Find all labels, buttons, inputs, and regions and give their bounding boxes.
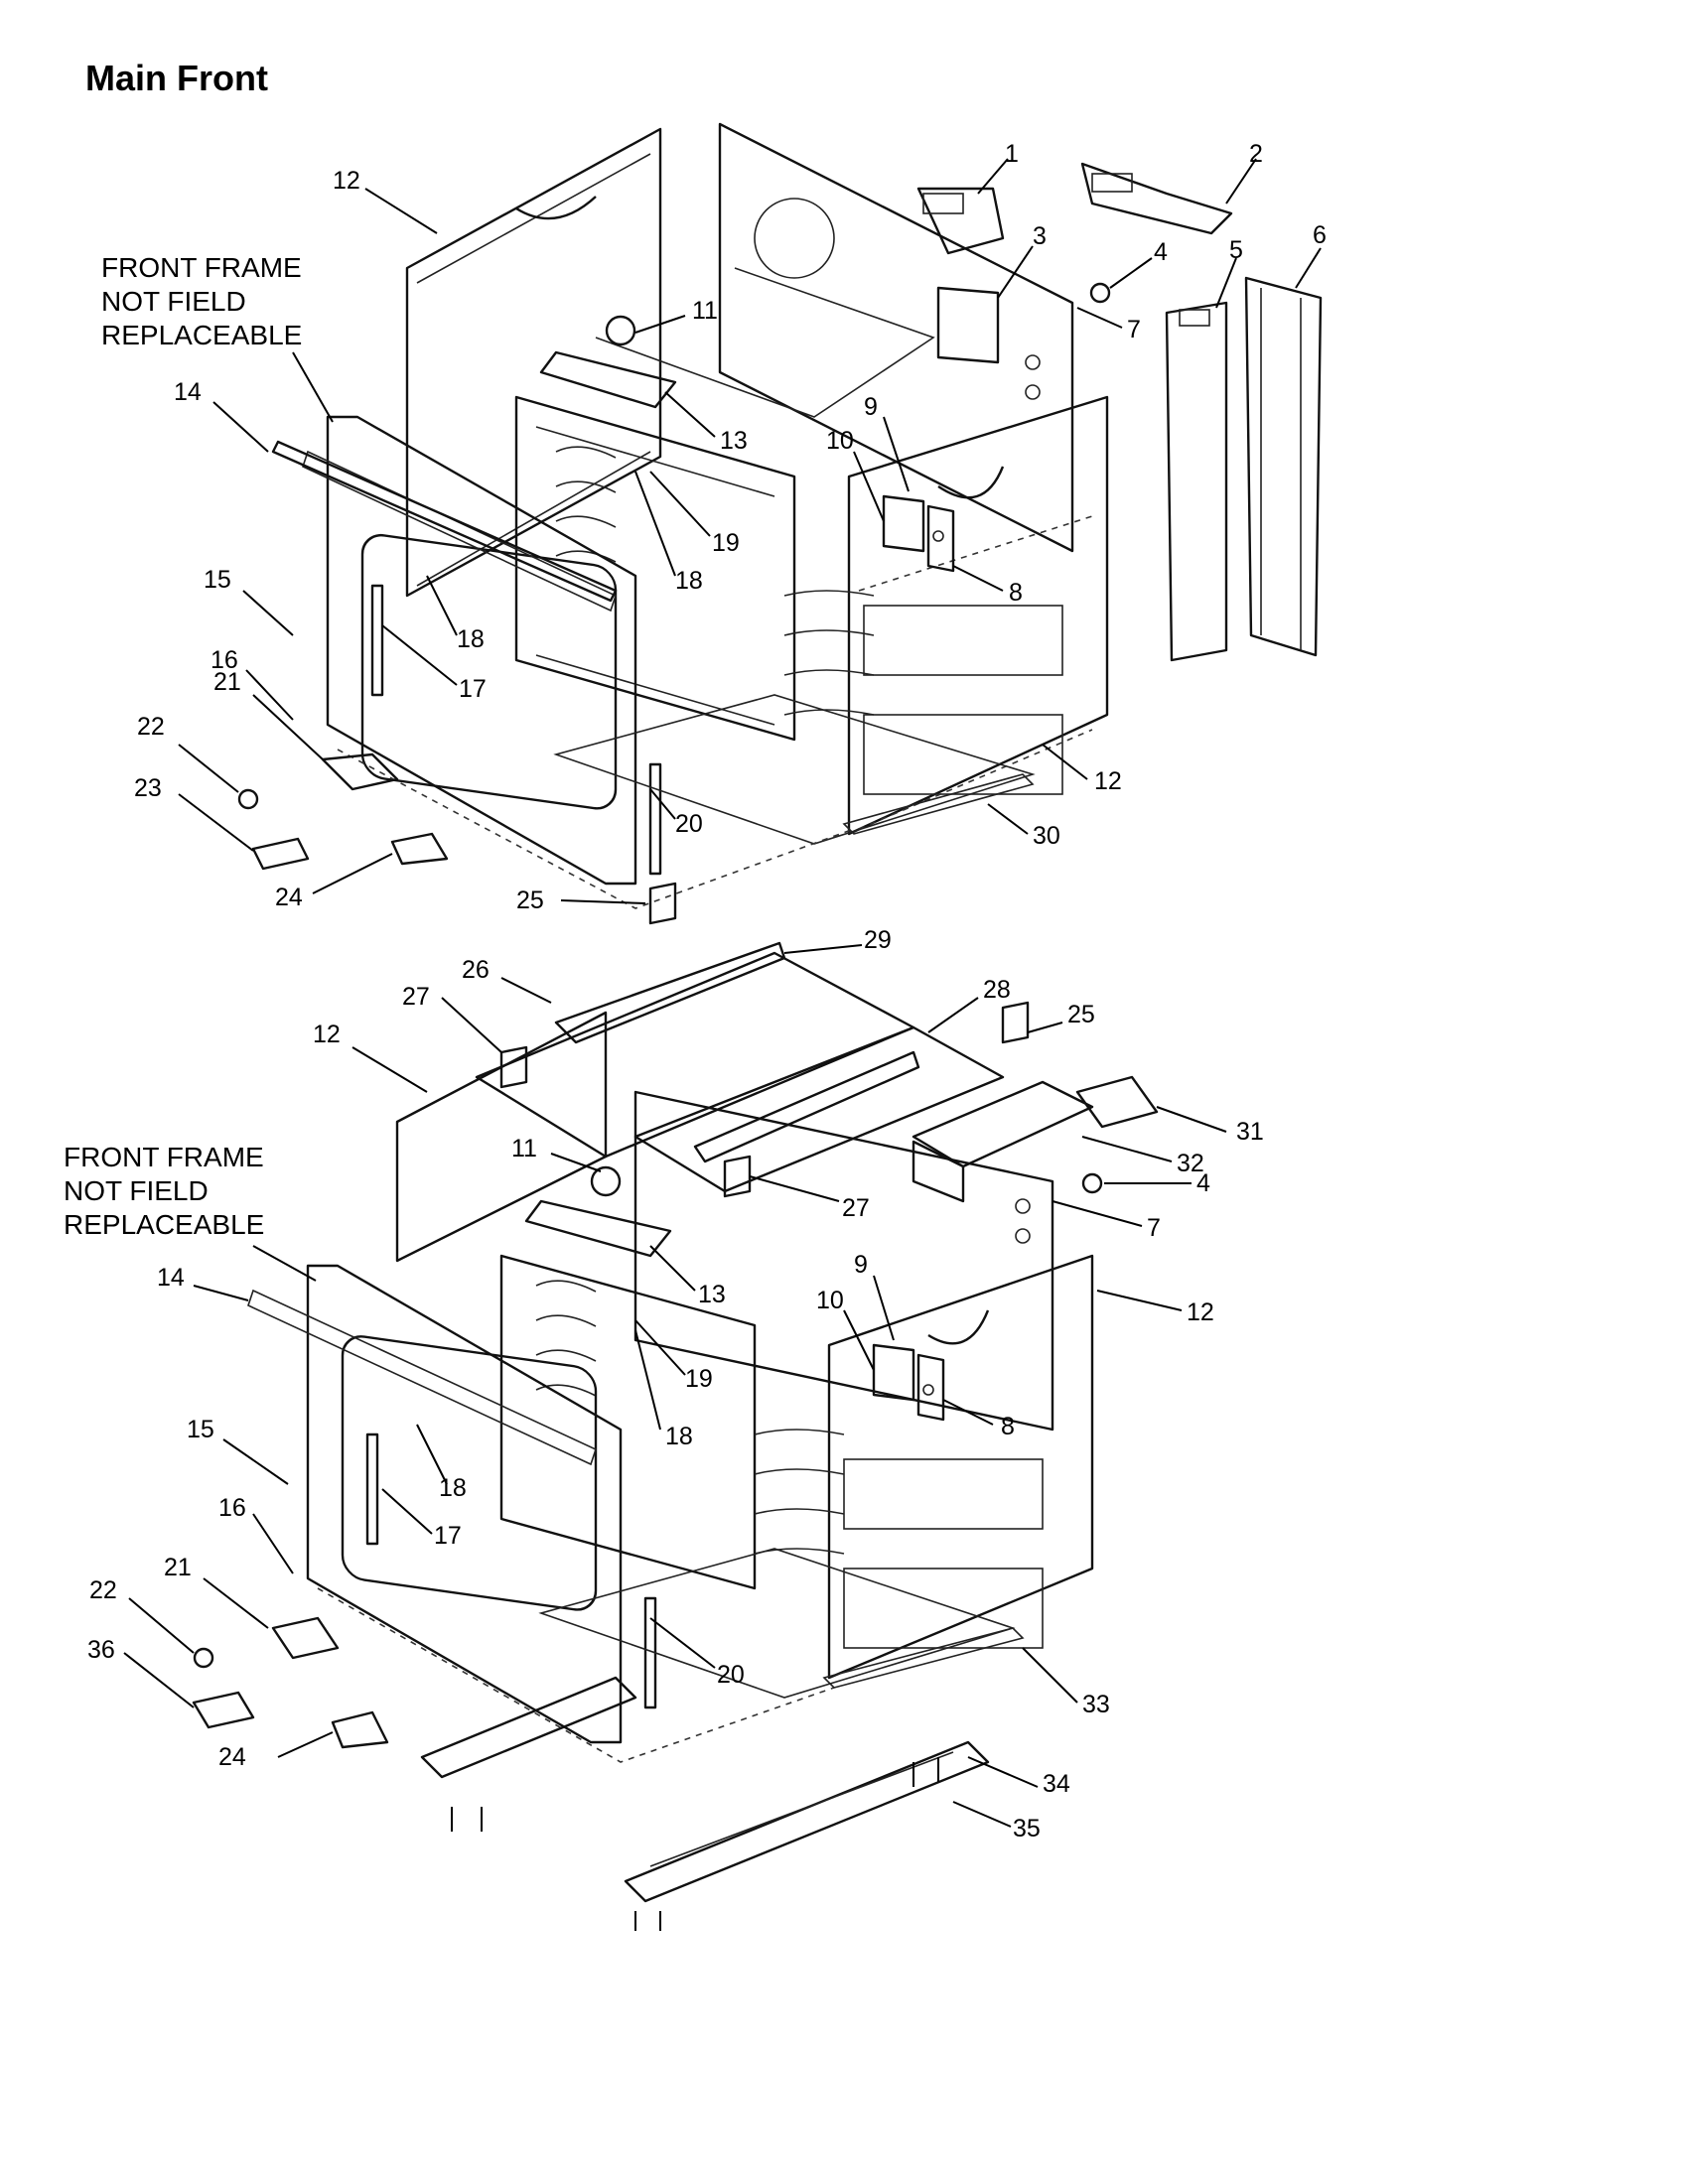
bracket-32 <box>912 1080 1094 1168</box>
callout-27-b: 27 <box>842 1194 870 1222</box>
side-trim-5 <box>1165 301 1228 662</box>
callout-10-upper: 10 <box>826 427 854 455</box>
note-upper: FRONT FRAME NOT FIELD REPLACEABLE <box>101 252 334 423</box>
upper-back-wall <box>718 122 1074 553</box>
callout-10-lower: 10 <box>816 1287 844 1314</box>
callout-12-lower-right: 12 <box>1187 1298 1214 1326</box>
callout-1: 1 <box>1005 140 1019 168</box>
callout-27-a: 27 <box>402 983 430 1011</box>
callout-19-lower: 19 <box>685 1365 713 1393</box>
note-upper-line-3: REPLACEABLE <box>101 320 302 350</box>
middle-spacer-assembly <box>475 941 1159 1203</box>
spacer-plate-28 <box>633 1025 1005 1193</box>
callout-34: 34 <box>1043 1770 1070 1798</box>
callout-17-lower: 17 <box>434 1522 462 1550</box>
callout-2: 2 <box>1249 140 1263 168</box>
callout-3: 3 <box>1033 222 1047 250</box>
callout-9-upper: 9 <box>864 393 878 421</box>
callout-24-upper: 24 <box>275 884 303 911</box>
callout-12-lower-left: 12 <box>313 1021 341 1048</box>
note-lower-line-3: REPLACEABLE <box>64 1209 264 1240</box>
upper-loose-parts <box>237 162 1323 925</box>
callout-16-upper: 16 <box>210 646 238 674</box>
callout-21-lower: 21 <box>164 1554 192 1581</box>
callout-13-lower: 13 <box>698 1281 726 1308</box>
lower-back-wall <box>633 1090 1054 1432</box>
callout-8-upper: 8 <box>1009 579 1023 607</box>
lower-front-frame <box>306 1264 623 1744</box>
upper-oven-cavity <box>514 395 796 742</box>
page-title: Main Front <box>85 58 268 98</box>
callout-28: 28 <box>983 976 1011 1004</box>
callout-22-lower: 22 <box>89 1576 117 1604</box>
callout-13-upper: 13 <box>720 427 748 455</box>
lower-oven-assembly <box>247 1011 1094 1763</box>
side-trim-6 <box>1244 276 1323 657</box>
callout-12-upper-right: 12 <box>1094 767 1122 795</box>
callout-23: 23 <box>134 774 162 802</box>
callout-15-upper: 15 <box>204 566 231 594</box>
callout-9-lower: 9 <box>854 1251 868 1279</box>
callout-17-upper: 17 <box>459 675 487 703</box>
callout-15-lower: 15 <box>187 1416 214 1443</box>
callout-18-lower-b: 18 <box>665 1423 693 1450</box>
callout-7-lower: 7 <box>1147 1214 1161 1242</box>
callout-29: 29 <box>864 926 892 954</box>
callout-6: 6 <box>1313 221 1327 249</box>
callout-8-lower: 8 <box>1001 1413 1015 1440</box>
callout-25-upper: 25 <box>516 887 544 914</box>
callout-7-upper: 7 <box>1127 316 1141 343</box>
note-upper-line-2: NOT FIELD <box>101 286 246 317</box>
callout-25-middle: 25 <box>1067 1001 1095 1028</box>
callout-33: 33 <box>1082 1691 1110 1718</box>
callout-18-upper-b: 18 <box>675 567 703 595</box>
rail-34-right <box>624 1740 990 1903</box>
callout-11-upper: 11 <box>692 297 718 325</box>
callout-5: 5 <box>1229 236 1243 264</box>
callout-36: 36 <box>87 1636 115 1664</box>
note-lower-line-2: NOT FIELD <box>64 1175 209 1206</box>
callout-21-upper: 21 <box>213 668 241 696</box>
upper-oven-assembly <box>302 122 1109 909</box>
callout-30: 30 <box>1033 822 1060 850</box>
callout-4-upper: 4 <box>1154 238 1168 266</box>
callout-4-lower: 4 <box>1196 1169 1210 1197</box>
callout-18-lower-a: 18 <box>439 1474 467 1502</box>
callout-20-lower: 20 <box>717 1661 745 1689</box>
note-upper-line-1: FRONT FRAME <box>101 252 302 283</box>
callout-32: 32 <box>1177 1150 1204 1177</box>
note-lower: FRONT FRAME NOT FIELD REPLACEABLE <box>64 1142 317 1282</box>
upper-right-side-panel <box>847 395 1109 836</box>
callout-19-upper: 19 <box>712 529 740 557</box>
callout-16-lower: 16 <box>218 1494 246 1522</box>
lower-loose-parts <box>192 1172 1103 1931</box>
lower-left-side-panel <box>395 1011 608 1263</box>
callout-12-upper-left: 12 <box>333 167 360 195</box>
callout-24-lower: 24 <box>218 1743 246 1771</box>
callout-26: 26 <box>462 956 490 984</box>
lower-oven-cavity <box>499 1254 757 1590</box>
callout-22-upper: 22 <box>137 713 165 741</box>
callout-35: 35 <box>1013 1815 1041 1843</box>
callout-11-lower: 11 <box>511 1135 537 1162</box>
callout-14-upper: 14 <box>174 378 202 406</box>
callout-18-upper-a: 18 <box>457 625 485 653</box>
spacer-plate-26 <box>475 951 915 1159</box>
note-lower-line-1: FRONT FRAME <box>64 1142 264 1172</box>
callout-31: 31 <box>1236 1118 1264 1146</box>
upper-front-frame <box>326 415 637 886</box>
callout-14-lower: 14 <box>157 1264 185 1292</box>
upper-left-side-panel <box>405 127 662 598</box>
callout-20-upper: 20 <box>675 810 703 838</box>
rail-34-left <box>420 1676 637 1779</box>
callout-labels: 1 2 3 4 5 6 7 8 9 10 11 12 12 13 14 15 1… <box>87 140 1327 1843</box>
